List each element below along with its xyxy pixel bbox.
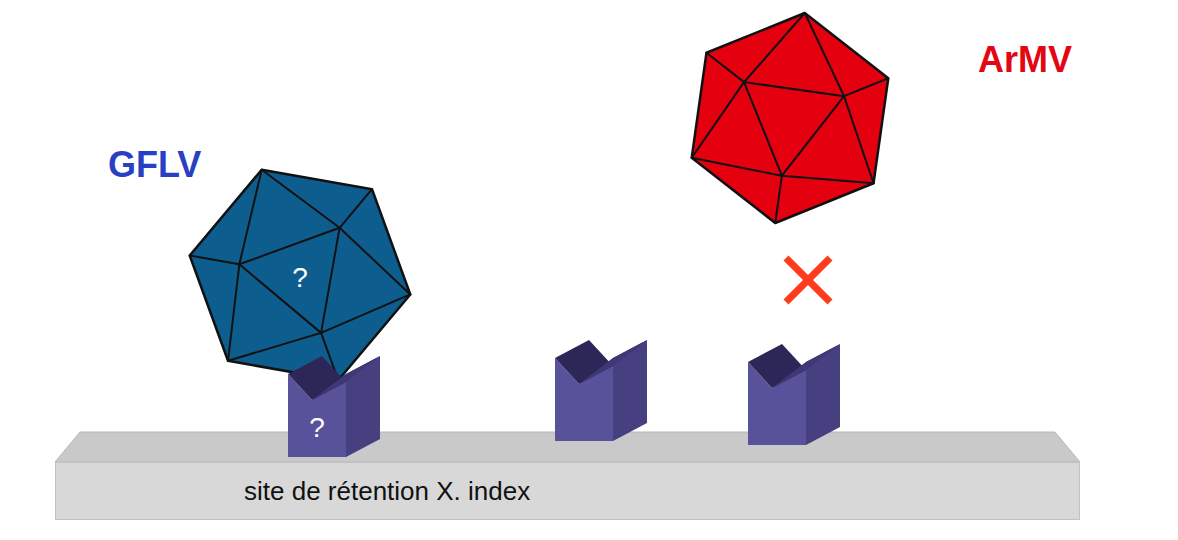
virus-name: GFLV — [108, 147, 201, 183]
virus-particle: ArMV — [660, 0, 920, 248]
icosahedron-edge — [706, 53, 744, 82]
site-label: site de rétention X. index — [244, 478, 530, 504]
icosahedron-edge — [228, 333, 321, 361]
question-mark: ? — [292, 264, 308, 292]
receptor-groove — [748, 344, 806, 388]
icosahedron-edge — [190, 256, 240, 265]
receptor-shape — [288, 352, 380, 457]
icosahedron-outline — [692, 13, 889, 223]
receptor-groove — [579, 340, 647, 384]
icosahedron-edge — [692, 82, 744, 158]
receptor-face — [288, 356, 346, 400]
icosahedron-edge — [321, 228, 340, 333]
receptor-groove — [772, 344, 840, 388]
icosahedron-edge — [692, 158, 782, 176]
icosahedron-edge — [321, 294, 410, 332]
icosahedron-shape — [660, 0, 920, 248]
icosahedron-edge — [340, 228, 411, 295]
icosahedron-edge — [239, 170, 261, 265]
icosahedron-edge — [805, 13, 844, 96]
icosahedron-edge — [744, 82, 782, 176]
receptor-face — [346, 356, 380, 457]
question-mark: ? — [309, 414, 325, 442]
receptor-face — [312, 356, 380, 400]
retention-site: site de rétention X. index — [55, 462, 1080, 520]
cross-symbol — [786, 258, 830, 302]
icosahedron-edge — [775, 176, 782, 223]
cross-stroke — [786, 258, 830, 302]
icosahedron-outline — [190, 170, 411, 380]
receptor-side — [806, 344, 840, 445]
icosahedron-edge — [782, 96, 844, 176]
receptor-symbol — [555, 340, 647, 441]
icosahedron-edge — [844, 78, 888, 96]
receptor-symbol: ? — [288, 352, 380, 457]
icosahedron-edge — [228, 264, 239, 360]
icosahedron-edge — [340, 189, 372, 228]
icosahedron-edge — [782, 176, 874, 184]
receptor-groove — [555, 340, 613, 384]
icosahedron-edge — [744, 82, 844, 96]
virus-name: ArMV — [978, 42, 1072, 78]
icosahedron-edge — [844, 96, 873, 183]
icosahedron-edge — [262, 170, 340, 228]
icosahedron-edge — [744, 13, 805, 82]
virus-particle: GFLV? — [170, 145, 430, 405]
icosahedron-edge — [239, 228, 339, 264]
receptor-side — [613, 340, 647, 441]
cross-stroke — [786, 258, 830, 302]
receptor-symbol — [748, 344, 840, 445]
icosahedron-edge — [239, 264, 321, 333]
